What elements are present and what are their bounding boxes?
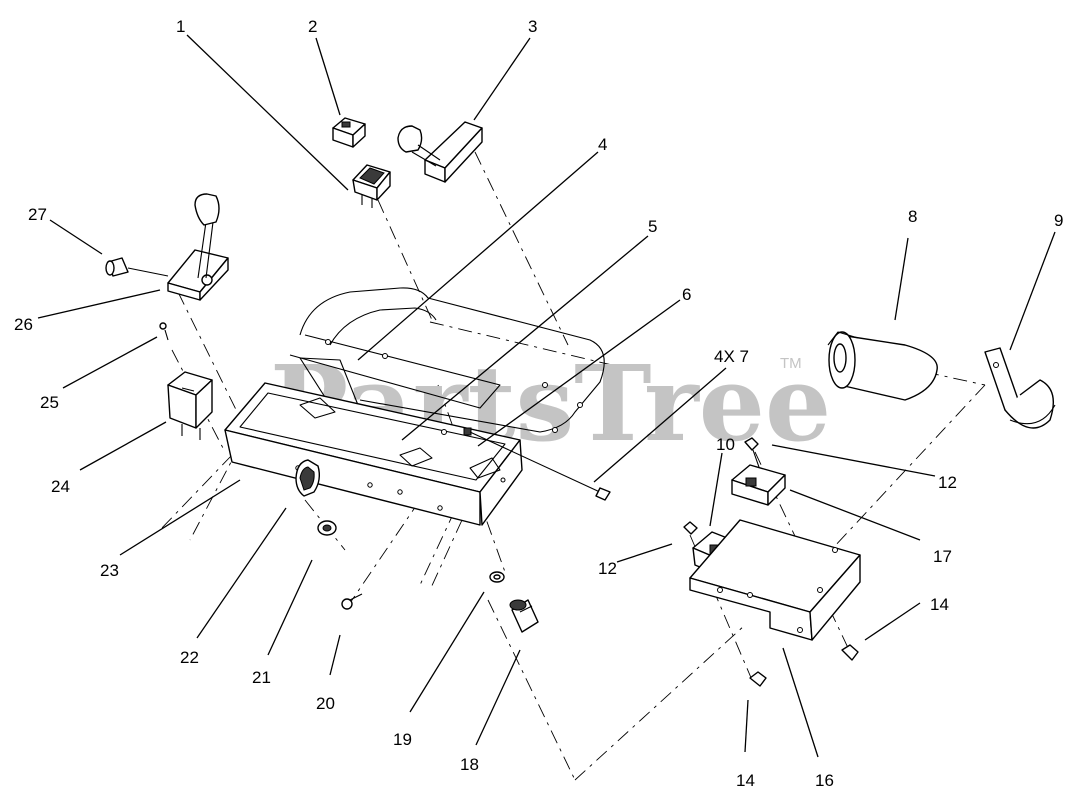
nut-upper	[744, 437, 761, 471]
callout-4x7: 4X 7	[714, 347, 749, 366]
throttle-lever	[397, 121, 483, 183]
callout-27: 27	[28, 205, 47, 224]
callout-16: 16	[815, 771, 834, 790]
callout-8: 8	[908, 207, 917, 226]
callout-26: 26	[14, 315, 33, 334]
callout-19: 19	[393, 730, 412, 749]
callout-4: 4	[598, 135, 607, 154]
callout-1: 1	[176, 17, 185, 36]
callout-20: 20	[316, 694, 335, 713]
console-cover	[289, 287, 605, 433]
callout-25: 25	[40, 393, 59, 412]
control-panel	[224, 382, 523, 526]
callout-10: 10	[716, 435, 735, 454]
key-switch	[295, 459, 321, 497]
callout-2: 2	[308, 17, 317, 36]
screw-small	[159, 322, 169, 341]
callout-labels: 1 2 3 4 5 6 4X 7 8 9 10 12 12 14 14 16 1…	[14, 17, 1063, 790]
rocker-switch	[352, 164, 391, 208]
switch-cover	[332, 117, 366, 148]
callout-22: 22	[180, 648, 199, 667]
choke-lever	[167, 193, 229, 301]
solenoid-relay	[731, 464, 786, 506]
hex-nut	[317, 520, 337, 536]
callout-21: 21	[252, 668, 271, 687]
callout-23: 23	[100, 561, 119, 580]
callout-6: 6	[682, 285, 691, 304]
watermark-trademark: TM	[780, 355, 802, 372]
nut-lower	[683, 521, 698, 535]
callout-18: 18	[460, 755, 479, 774]
assembly-guide-lines	[159, 151, 986, 781]
cylinder-motor	[827, 331, 938, 401]
leader-lines	[37, 34, 1056, 758]
knob	[105, 257, 169, 277]
screw-bottom	[749, 671, 767, 687]
screw-right	[841, 644, 859, 661]
long-bolt	[469, 431, 611, 501]
callout-9: 9	[1054, 211, 1063, 230]
strap-bracket	[984, 347, 1056, 429]
mounting-bracket	[689, 519, 861, 641]
connector	[509, 599, 539, 633]
callout-14-bottom: 14	[736, 771, 755, 790]
screw-lower	[341, 593, 363, 610]
callout-14-right: 14	[930, 595, 949, 614]
callout-3: 3	[528, 17, 537, 36]
callout-12-upper: 12	[938, 473, 957, 492]
parts	[105, 117, 1056, 687]
washer	[489, 571, 505, 583]
callout-24: 24	[51, 477, 70, 496]
callout-12-lower: 12	[598, 559, 617, 578]
relay	[167, 371, 213, 440]
callout-17: 17	[933, 547, 952, 566]
callout-5: 5	[648, 217, 657, 236]
